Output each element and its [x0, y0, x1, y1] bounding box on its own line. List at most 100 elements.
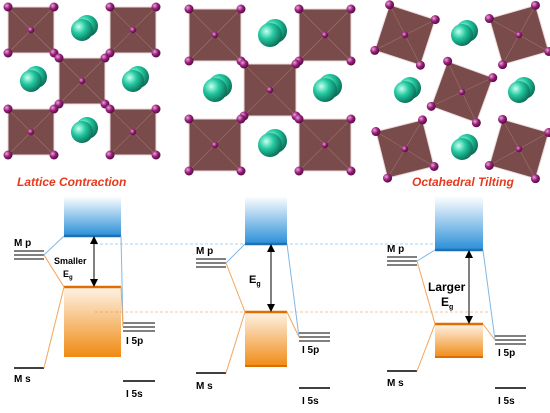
iodide-atom	[129, 26, 137, 34]
iodide-atom	[346, 4, 356, 14]
iodide-atom	[498, 60, 508, 70]
iodide-atom	[515, 31, 523, 39]
conduction-band	[245, 196, 287, 244]
eg-label: Eg	[63, 269, 73, 281]
structure-reference	[184, 4, 356, 176]
cation-atom	[71, 121, 93, 143]
iodide-atom	[129, 128, 137, 136]
iodide-atom	[346, 56, 356, 66]
iodide-atom	[443, 56, 453, 66]
iodide-atom	[458, 88, 466, 96]
iodide-atom	[371, 127, 381, 137]
mixing-line	[416, 249, 436, 262]
iodide-atom	[151, 104, 161, 114]
iodide-atom	[211, 141, 219, 149]
ms-label: M s	[196, 381, 213, 392]
iodide-atom	[184, 4, 194, 14]
mixing-line	[43, 286, 65, 369]
iodide-atom	[471, 118, 481, 128]
iodide-atom	[383, 173, 393, 183]
cation-atom	[313, 78, 337, 102]
mixing-line	[225, 243, 246, 264]
iodide-atom	[78, 77, 86, 85]
cation-atom	[451, 24, 473, 46]
iodide-atom	[321, 141, 329, 149]
iodide-atom	[3, 2, 13, 12]
iodide-atom	[54, 53, 64, 63]
eg-label: Eg	[441, 295, 453, 311]
iodide-atom	[184, 114, 194, 124]
mixing-line	[225, 311, 246, 374]
iodide-atom	[49, 104, 59, 114]
eg-label: Eg	[249, 274, 261, 288]
iodide-atom	[294, 114, 304, 124]
i5p-label: I 5p	[498, 348, 515, 359]
iodide-atom	[3, 104, 13, 114]
i5s-label: I 5s	[126, 389, 143, 400]
iodide-atom	[484, 160, 494, 170]
iodide-atom	[151, 48, 161, 58]
cation-atom	[203, 78, 227, 102]
iodide-atom	[27, 128, 35, 136]
iodide-atom	[184, 56, 194, 66]
mixing-line	[286, 243, 300, 338]
structure-lattice-contraction	[3, 2, 161, 160]
cation-atom	[71, 19, 93, 41]
valence-band	[435, 324, 483, 358]
smaller-label: Smaller	[54, 256, 87, 266]
iodide-atom	[515, 145, 523, 153]
iodide-atom	[484, 14, 494, 24]
iodide-atom	[530, 174, 540, 184]
iodide-atom	[266, 86, 274, 94]
iodide-atom	[346, 166, 356, 176]
cation-atom	[20, 70, 42, 92]
cation-atom	[508, 81, 530, 103]
iodide-atom	[105, 2, 115, 12]
iodide-atom	[236, 4, 246, 14]
mixing-line	[416, 323, 436, 372]
iodide-atom	[49, 150, 59, 160]
iodide-atom	[488, 73, 498, 83]
energy-panel-left: M p M s I 5p I 5s Smaller Eg	[14, 196, 155, 400]
iodide-atom	[211, 31, 219, 39]
iodide-atom	[544, 46, 550, 56]
mixing-line	[482, 249, 496, 341]
i5p-label: I 5p	[126, 336, 143, 347]
i5s-label: I 5s	[302, 396, 319, 407]
larger-label: Larger	[428, 280, 466, 294]
mixing-line	[225, 262, 246, 313]
cation-atom	[122, 70, 144, 92]
iodide-atom	[530, 0, 540, 10]
energy-panel-right: M p M s I 5p I 5s Larger Eg	[387, 196, 526, 407]
iodide-atom	[236, 114, 246, 124]
iodide-atom	[385, 0, 395, 10]
iodide-atom	[370, 45, 380, 55]
iodide-atom	[100, 53, 110, 63]
cation-atom	[394, 81, 416, 103]
mp-label: M p	[387, 244, 404, 255]
iodide-atom	[291, 59, 301, 69]
valence-band	[245, 312, 287, 367]
structure-octahedral-tilting	[370, 0, 550, 184]
lattice-contraction-label: Lattice Contraction	[17, 175, 126, 189]
iodide-atom	[294, 166, 304, 176]
mixing-line	[120, 286, 124, 328]
iodide-atom	[294, 4, 304, 14]
iodide-atom	[151, 150, 161, 160]
mixing-line	[286, 311, 300, 338]
iodide-atom	[105, 104, 115, 114]
iodide-atom	[429, 161, 439, 171]
iodide-atom	[415, 60, 425, 70]
i5p-label: I 5p	[302, 345, 319, 356]
valence-band	[64, 287, 121, 357]
cation-atom	[451, 138, 473, 160]
mixing-line	[43, 254, 65, 288]
cation-atom	[258, 23, 282, 47]
mixing-line	[482, 323, 496, 341]
energy-panel-middle: M p M s I 5p I 5s Eg	[196, 196, 330, 407]
iodide-atom	[3, 48, 13, 58]
cation-atom	[258, 133, 282, 157]
mixing-line	[43, 235, 65, 256]
iodide-atom	[430, 15, 440, 25]
